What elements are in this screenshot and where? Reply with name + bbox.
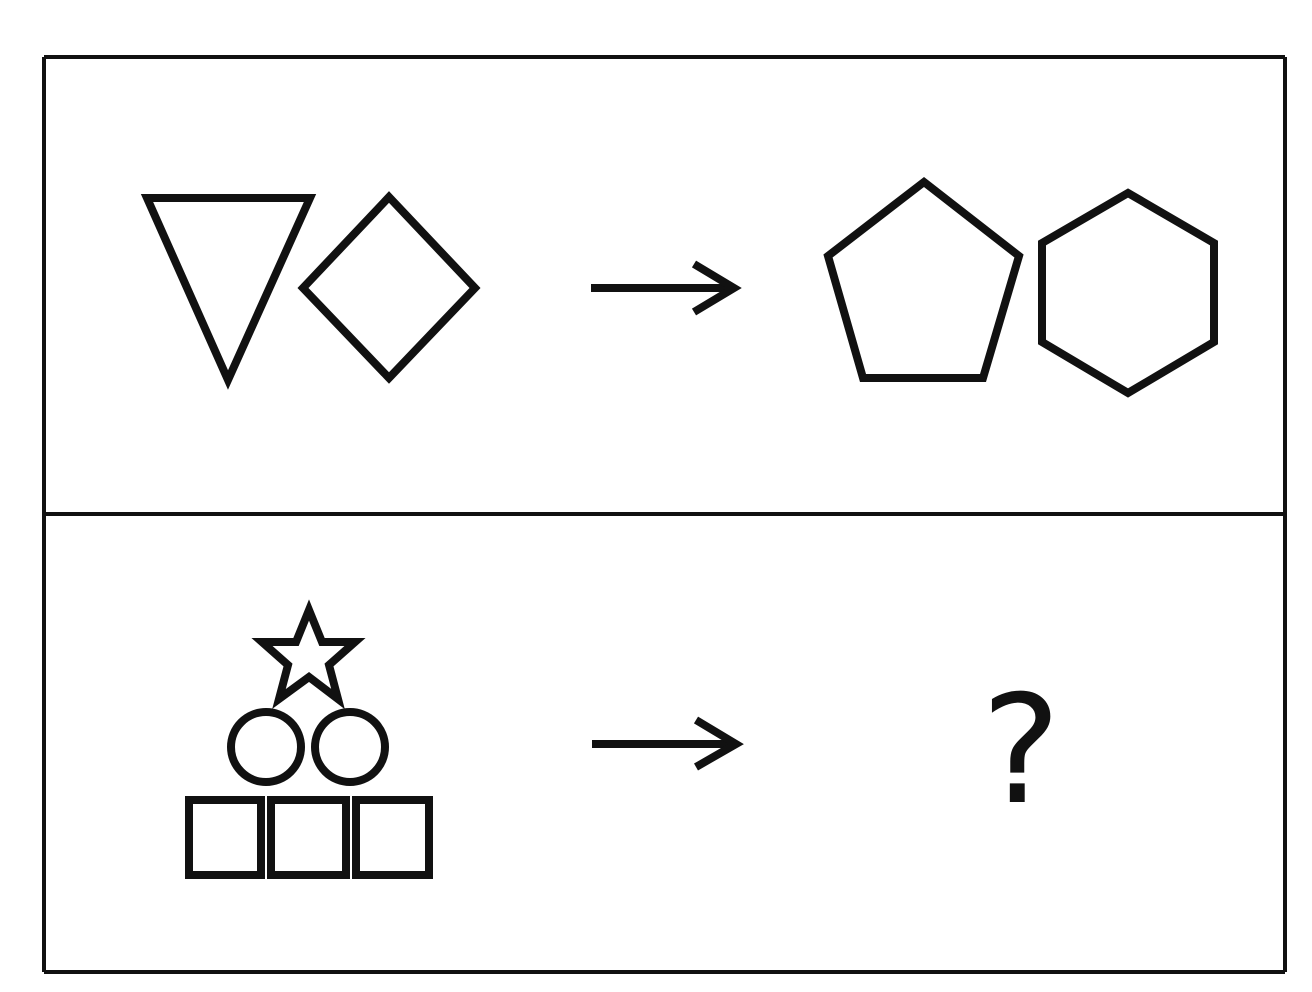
diamond-shape (297, 191, 481, 384)
star-shape (251, 599, 366, 710)
top-arrow-head (691, 260, 742, 316)
middle-square-shape (267, 796, 350, 879)
bottom-row: ? (185, 599, 1061, 879)
top-arrow (591, 260, 742, 316)
right-circle-shape (311, 708, 389, 786)
right-square-shape (352, 796, 433, 879)
bottom-arrow (592, 716, 744, 771)
hexagon-shape (1038, 188, 1218, 398)
puzzle-frame (42, 55, 1287, 974)
inverted-triangle-shape (140, 194, 317, 390)
answer-question-mark: ? (981, 664, 1061, 838)
pentagon-shape (823, 176, 1024, 382)
top-row (140, 176, 1218, 398)
left-square-shape (185, 796, 265, 879)
bottom-arrow-head (693, 716, 744, 771)
left-circle-shape (227, 708, 305, 786)
